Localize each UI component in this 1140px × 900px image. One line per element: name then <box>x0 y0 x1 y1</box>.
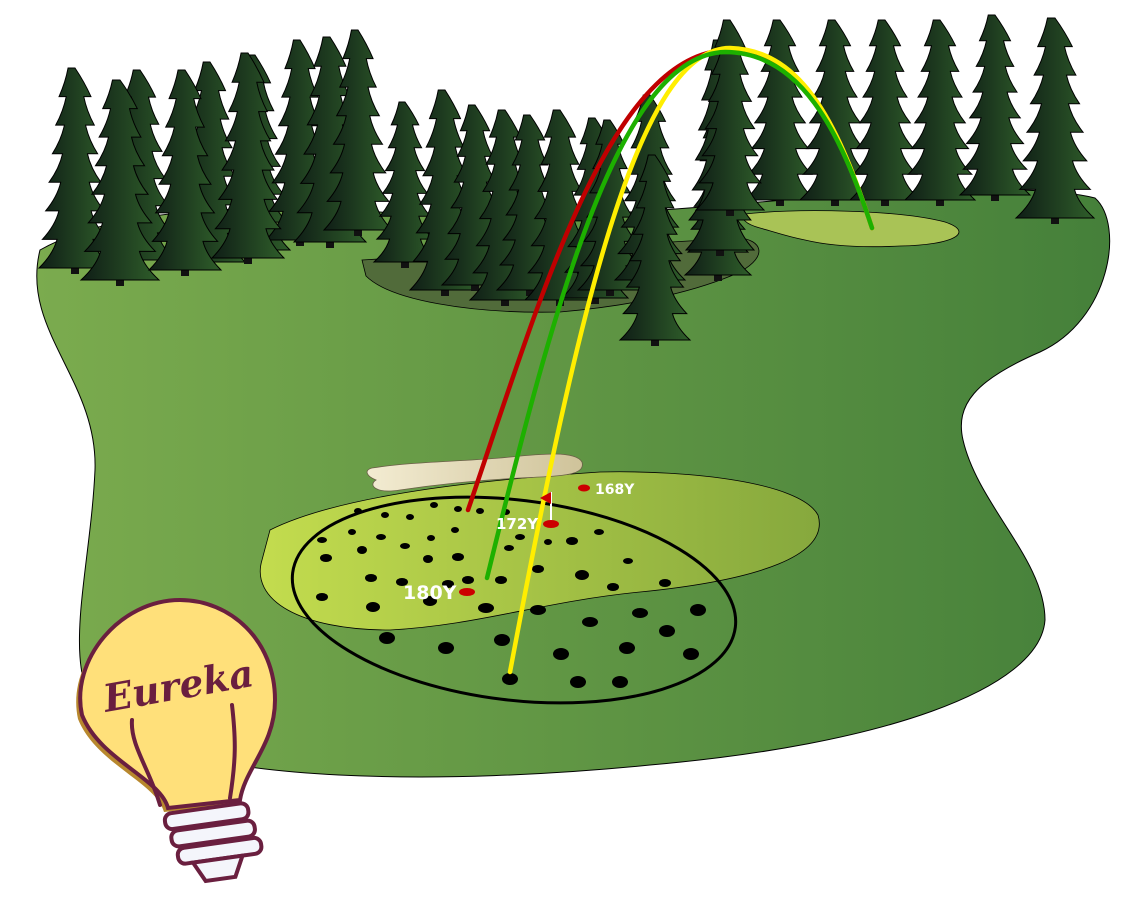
ball-dot <box>582 617 598 627</box>
pine-tree-icon <box>798 19 872 206</box>
ball-dot <box>478 603 494 613</box>
ball-dot <box>659 579 671 587</box>
ball-dot <box>406 514 414 520</box>
ball-dot <box>632 608 648 618</box>
ball-dot <box>476 508 484 514</box>
marker-near <box>459 588 475 596</box>
forest <box>37 14 1096 346</box>
ball-dot <box>396 578 408 586</box>
pine-tree-icon <box>618 154 692 346</box>
ball-dot <box>495 576 507 584</box>
ball-dot <box>381 512 389 518</box>
ball-dot <box>502 673 518 685</box>
ball-dot <box>451 527 459 533</box>
ball-dot <box>316 593 328 601</box>
ball-dot <box>400 543 410 549</box>
pine-tree-icon <box>372 101 438 268</box>
tee-box <box>742 210 960 248</box>
ball-dot <box>612 676 628 688</box>
ball-dot <box>575 570 589 580</box>
ball-dot <box>530 605 546 615</box>
ball-dot <box>442 580 454 588</box>
ball-dot <box>570 676 586 688</box>
pine-tree-icon <box>848 19 922 206</box>
ball-dot <box>379 632 395 644</box>
pine-tree-icon <box>1014 17 1096 224</box>
ball-dot <box>566 537 578 545</box>
marker-mid <box>543 520 559 528</box>
ball-dot <box>452 553 464 561</box>
ball-dot <box>623 558 633 564</box>
ball-dot <box>462 576 474 584</box>
ball-dot <box>544 539 552 545</box>
ball-dot <box>430 502 438 508</box>
ball-dot <box>659 625 675 637</box>
flag-icon <box>540 492 552 522</box>
ball-dot <box>438 642 454 654</box>
ball-dot <box>494 634 510 646</box>
ball-dot <box>504 545 514 551</box>
ball-dot <box>366 602 380 612</box>
ball-dot <box>423 555 433 563</box>
ball-dot <box>427 535 435 541</box>
label-near: 180Y <box>403 582 457 604</box>
ball-dot <box>423 596 437 606</box>
ball-dot <box>454 506 462 512</box>
ball-landing-dots <box>316 502 706 688</box>
pine-tree-icon <box>694 19 766 216</box>
ball-dot <box>690 604 706 616</box>
ball-dot <box>515 534 525 540</box>
ball-dot <box>594 529 604 535</box>
pine-tree-icon <box>210 52 286 264</box>
label-mid: 172Y <box>496 515 539 533</box>
dispersion-ellipse <box>290 495 738 705</box>
lightbulb-icon: Eureka <box>76 597 278 884</box>
ball-dot <box>320 554 332 562</box>
ball-dot <box>553 648 569 660</box>
pine-tree-icon <box>958 14 1032 201</box>
ball-dot <box>365 574 377 582</box>
ball-dot <box>317 537 327 543</box>
ball-dot <box>619 642 635 654</box>
ball-dot <box>683 648 699 660</box>
pine-tree-icon <box>147 69 223 276</box>
pine-tree-icon <box>903 19 977 206</box>
ball-dot <box>357 546 367 554</box>
marker-far <box>578 484 590 492</box>
ball-dot <box>532 565 544 573</box>
ball-dot <box>607 583 619 591</box>
ball-dot <box>376 534 386 540</box>
ball-dot <box>348 529 356 535</box>
label-far: 168Y <box>595 482 635 498</box>
ball-dot <box>354 508 362 514</box>
pine-tree-icon <box>322 29 394 236</box>
pine-tree-icon <box>79 79 161 286</box>
shot-arc-green <box>484 49 875 581</box>
